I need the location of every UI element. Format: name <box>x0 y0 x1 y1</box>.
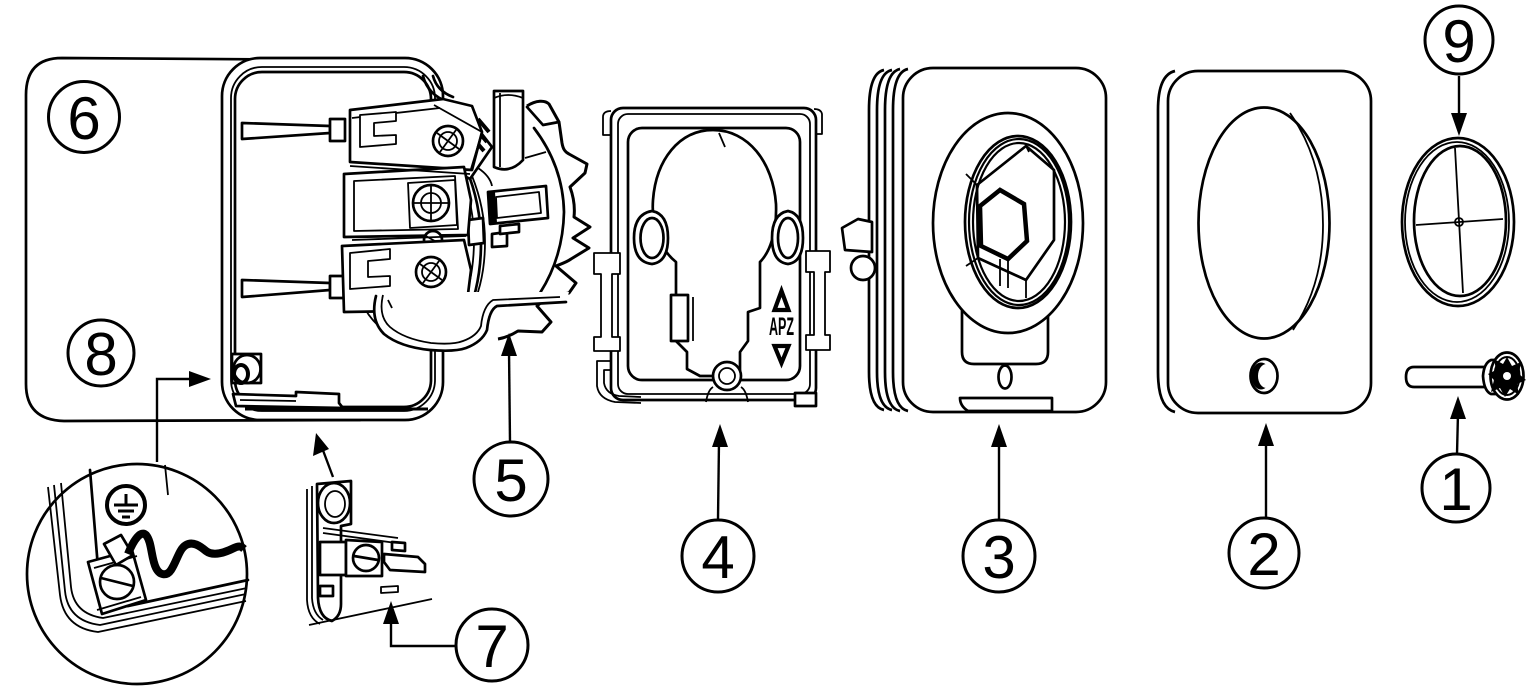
svg-text:1: 1 <box>1439 456 1472 523</box>
svg-text:4: 4 <box>701 524 734 591</box>
svg-text:2: 2 <box>1247 521 1280 588</box>
svg-text:9: 9 <box>1442 8 1475 75</box>
svg-text:3: 3 <box>982 524 1015 591</box>
svg-text:APZ: APZ <box>769 313 794 341</box>
svg-text:5: 5 <box>494 447 527 514</box>
svg-text:8: 8 <box>84 321 117 388</box>
svg-text:6: 6 <box>67 85 100 152</box>
svg-text:7: 7 <box>475 613 508 680</box>
